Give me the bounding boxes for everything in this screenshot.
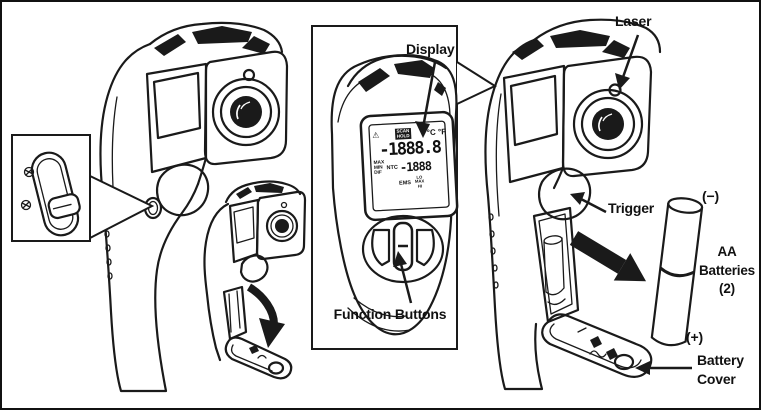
aa-batteries-label: AA Batteries (2) [699,244,755,296]
laser-aperture [608,83,622,97]
alarm-indicators: LO MAX HI [414,174,425,189]
thermometer-front-view [330,54,459,336]
battery-cover-label: Battery Cover [697,352,744,387]
rotate-open-arrow [246,283,285,348]
right-function-button [415,228,435,267]
switch-callout-wedge [89,175,155,239]
thermometer-battery-view [484,18,662,391]
trigger-arrow [570,192,607,214]
display-callout-wedge [456,61,498,105]
battery-insert-arrow [569,231,647,282]
laser-label: Laser [615,13,652,29]
lcd-display: ⚠ SCAN HOLD °C °F -1888.8 MAX MIN DIF NT… [370,124,452,214]
display-arrow [415,61,437,138]
battery-negative-label: (−) [702,188,719,204]
secondary-reading: -1888 [399,158,432,175]
function-buttons-label: Function Buttons [333,306,447,322]
battery-cover-arrow [635,361,692,375]
aa-batteries [650,197,704,347]
laser-aperture-left [242,68,256,82]
screw-icon [20,199,32,211]
trigger-label: Trigger [608,200,655,216]
probe-indicator: NTC [386,164,399,171]
trigger-left [155,163,210,217]
stat-mode-indicators: MAX MIN DIF [373,160,385,176]
battery-cover-open [541,313,653,378]
grip-dots-right [488,213,499,289]
function-buttons-arrow [393,251,413,304]
emissivity-indicator: EMS [398,179,412,187]
primary-reading: -1888.8 [378,137,442,161]
battery-compartment [532,206,580,324]
left-function-button [371,228,391,267]
units-indicator: °C °F [426,127,447,138]
thermometer-cover-opening [203,180,307,380]
display-label: Display [406,41,455,57]
warning-icon: ⚠ [371,130,380,140]
battery-positive-label: (+) [686,329,703,345]
lcd-bezel [359,110,459,222]
laser-arrow [615,34,640,90]
selector-switch [30,151,81,237]
trigger [537,167,592,221]
switch-detail-inset [11,134,91,242]
